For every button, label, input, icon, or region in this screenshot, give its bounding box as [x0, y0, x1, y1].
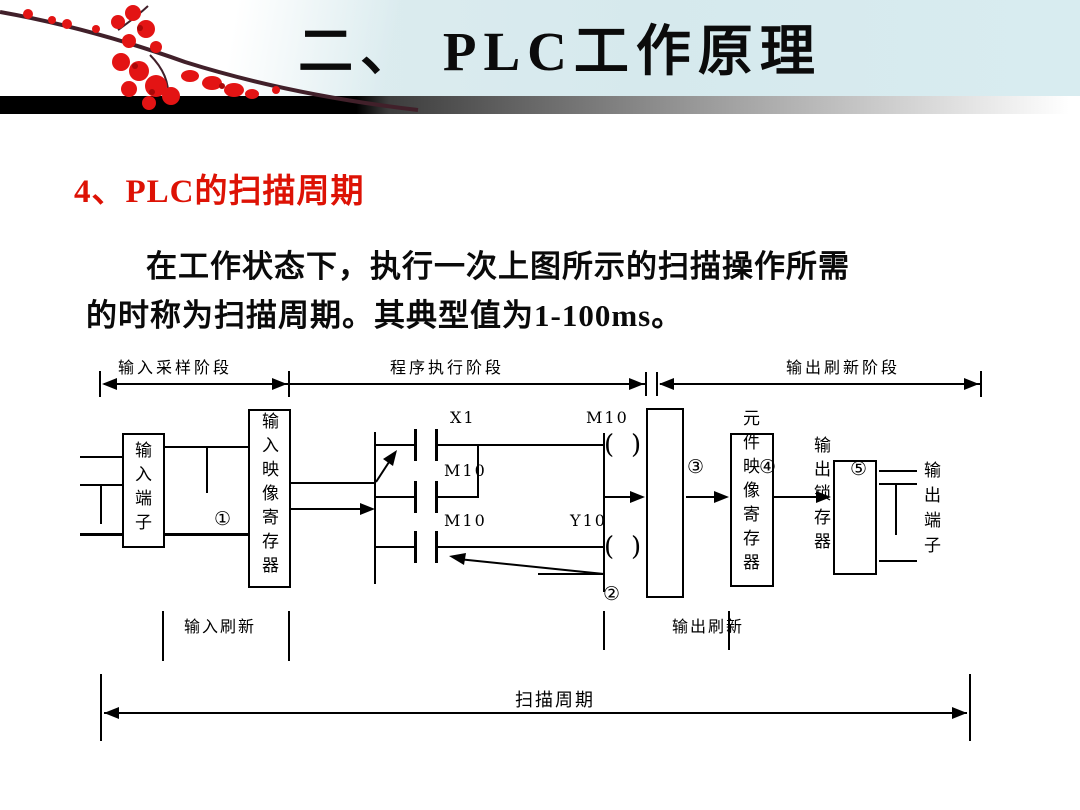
coil2-close-paren: ): [631, 532, 642, 562]
arrowhead-left-icon: [102, 378, 117, 390]
arrowhead-right-icon: [816, 491, 831, 503]
element-register-tall-box: [646, 408, 684, 598]
scan-cycle-tick: [100, 674, 102, 741]
arrowhead-right-icon: [272, 378, 287, 390]
scan-cycle-arrow-line: [104, 712, 967, 714]
coil1-close-paren: ): [631, 430, 642, 460]
arrowhead-left-icon: [659, 378, 674, 390]
measure-tick: [162, 611, 164, 661]
arrowhead-right-icon: [360, 503, 375, 515]
ruler-tick: [645, 372, 647, 396]
input-terminal-box: [122, 433, 165, 548]
rung1-line: [438, 444, 603, 446]
output-wire: [879, 560, 917, 562]
phase-arrow-line: [660, 383, 980, 385]
step-marker-5: ⑤: [850, 458, 868, 480]
output-refresh-label: 输出刷新: [672, 619, 745, 636]
coil2-open-paren: (: [604, 532, 615, 562]
step-marker-2: ②: [603, 583, 621, 605]
output-latch-label: 输出锁存器: [811, 436, 830, 556]
rung1-line: [376, 444, 415, 446]
ladder-to-register-wire: [605, 496, 631, 498]
contact-bar: [414, 481, 417, 513]
body-text-line2: 的时称为扫描周期。其典型值为1-100ms。: [86, 298, 684, 333]
contact-bar: [435, 429, 438, 461]
coil2-label: Y10: [570, 511, 607, 530]
arrowhead-right-icon: [630, 491, 645, 503]
branch-junction: [477, 444, 479, 498]
ruler-tick: [656, 372, 658, 396]
input-wire: [80, 456, 122, 458]
phase-label-input-sampling: 输入采样阶段: [118, 360, 233, 377]
ladder-left-rail: [374, 432, 376, 584]
feedback-wire: [538, 573, 604, 575]
rung3-line: [438, 546, 603, 548]
element-image-register-label: 元件映像寄存器: [740, 409, 759, 577]
rung2-line: [438, 496, 479, 498]
register-to-latch-wire: [772, 496, 817, 498]
rung2-line: [376, 496, 415, 498]
slide-header: [0, 0, 1080, 96]
slide-title: 二、 PLC工作原理: [298, 21, 822, 82]
phase-label-output-refresh: 输出刷新阶段: [786, 360, 901, 377]
contact-bar: [414, 429, 417, 461]
arrowhead-right-icon: [952, 707, 967, 719]
body-text-line1: 在工作状态下，执行一次上图所示的扫描操作所需: [146, 249, 850, 284]
contact2-label: M10: [444, 461, 487, 480]
element-image-register-box: [730, 433, 774, 587]
step-marker-1: ①: [214, 508, 232, 530]
scan-cycle-tick: [969, 674, 971, 741]
coil1-label: M10: [586, 408, 629, 427]
output-wire: [879, 483, 917, 485]
output-wire: [879, 470, 917, 472]
contact1-label: X1: [450, 408, 476, 427]
header-divider-bar: [0, 96, 1080, 114]
ladder-right-rail: [603, 433, 605, 592]
section-heading: 4、PLC的扫描周期: [74, 174, 365, 210]
arrowhead-right-icon: [964, 378, 979, 390]
measure-tick: [603, 611, 605, 650]
plum-blossom-icon: [0, 5, 419, 112]
contact-bar: [435, 531, 438, 563]
register-link-wire: [686, 496, 715, 498]
phase-label-program-execution: 程序执行阶段: [390, 360, 505, 377]
arrowhead-right-icon: [629, 378, 644, 390]
terminal-to-register-wire: [163, 446, 248, 448]
input-refresh-label: 输入刷新: [184, 619, 257, 636]
arrowhead-left-icon: [104, 707, 119, 719]
ruler-tick: [99, 371, 101, 397]
phase-arrow-line: [290, 383, 645, 385]
wire-stub: [206, 446, 208, 493]
phase-arrow-line: [104, 383, 288, 385]
ruler-tick: [980, 371, 982, 397]
output-latch-box: [833, 460, 877, 575]
register-to-ladder-wire: [289, 508, 361, 510]
contact-bar: [435, 481, 438, 513]
measure-tick: [288, 611, 290, 661]
rung3-line: [376, 546, 415, 548]
step-marker-4: ④: [759, 456, 777, 478]
contact3-label: M10: [444, 511, 487, 530]
input-terminal-label: 输入端子: [132, 441, 151, 537]
scan-cycle-label: 扫描周期: [515, 690, 595, 710]
input-image-register-label: 输入映像寄存器: [259, 412, 278, 580]
measure-tick: [728, 611, 730, 650]
register-to-ladder-wire: [289, 482, 375, 484]
step-marker-3: ③: [687, 456, 705, 478]
input-wire-stub: [100, 484, 102, 524]
arrowhead-right-icon: [714, 491, 729, 503]
input-image-register-box: [248, 409, 291, 588]
output-terminal-label: 输出端子: [921, 461, 940, 561]
contact-bar: [414, 531, 417, 563]
output-wire-stub: [895, 483, 897, 535]
coil1-open-paren: (: [604, 430, 615, 460]
ruler-tick: [288, 371, 290, 397]
